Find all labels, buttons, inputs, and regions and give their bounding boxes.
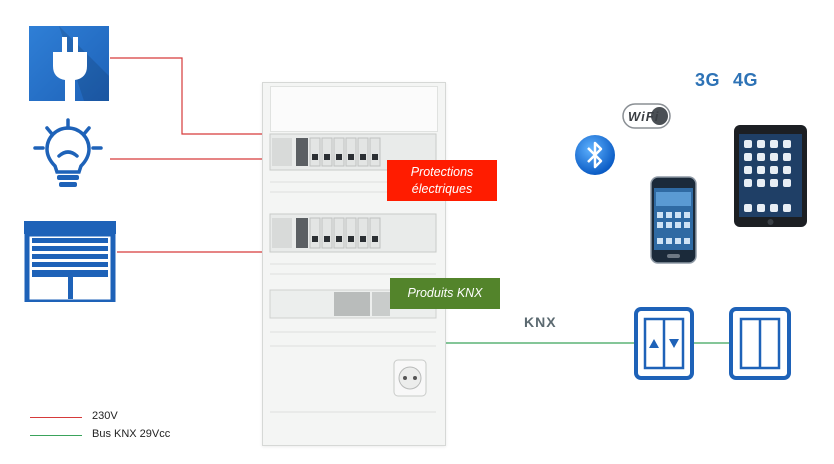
electrical-protections-label: Protections électriques: [387, 160, 497, 201]
legend-label-knx-bus: Bus KNX 29Vcc: [92, 428, 171, 440]
legend: 230V Bus KNX 29Vcc: [30, 410, 230, 446]
knx-logo-text: KNX: [524, 314, 557, 330]
knx-shutter-switch-icon: [634, 307, 694, 380]
cabinet-cover: [270, 86, 438, 132]
legend-swatch-green: [30, 435, 82, 436]
knx-logo: KNX: [524, 314, 557, 330]
knx-products-text: Produits KNX: [407, 286, 483, 300]
plug-230v-line: [110, 57, 262, 135]
knx-products-label: Produits KNX: [390, 278, 500, 309]
legend-swatch-red: [30, 417, 82, 418]
bluetooth-icon: [575, 135, 615, 175]
plug-icon: [29, 26, 109, 101]
electrical-protections-text: Protections électriques: [410, 164, 474, 196]
wifi-icon: WiFi: [622, 101, 672, 130]
legend-item-230v: 230V: [30, 410, 230, 424]
legend-item-knx-bus: Bus KNX 29Vcc: [30, 428, 230, 442]
tablet-icon: [734, 125, 807, 227]
light-bulb-icon: [33, 118, 103, 187]
wifi-logo-text: WiFi: [628, 109, 660, 124]
legend-label-230v: 230V: [92, 410, 118, 422]
knx-push-button-icon: [729, 307, 791, 380]
roller-shutter-icon: [24, 221, 116, 302]
network-3g-label: 3G: [695, 70, 721, 90]
cabinet-modules: [269, 133, 437, 413]
smartphone-icon: [650, 176, 697, 264]
network-4g-label: 4G: [733, 70, 759, 90]
